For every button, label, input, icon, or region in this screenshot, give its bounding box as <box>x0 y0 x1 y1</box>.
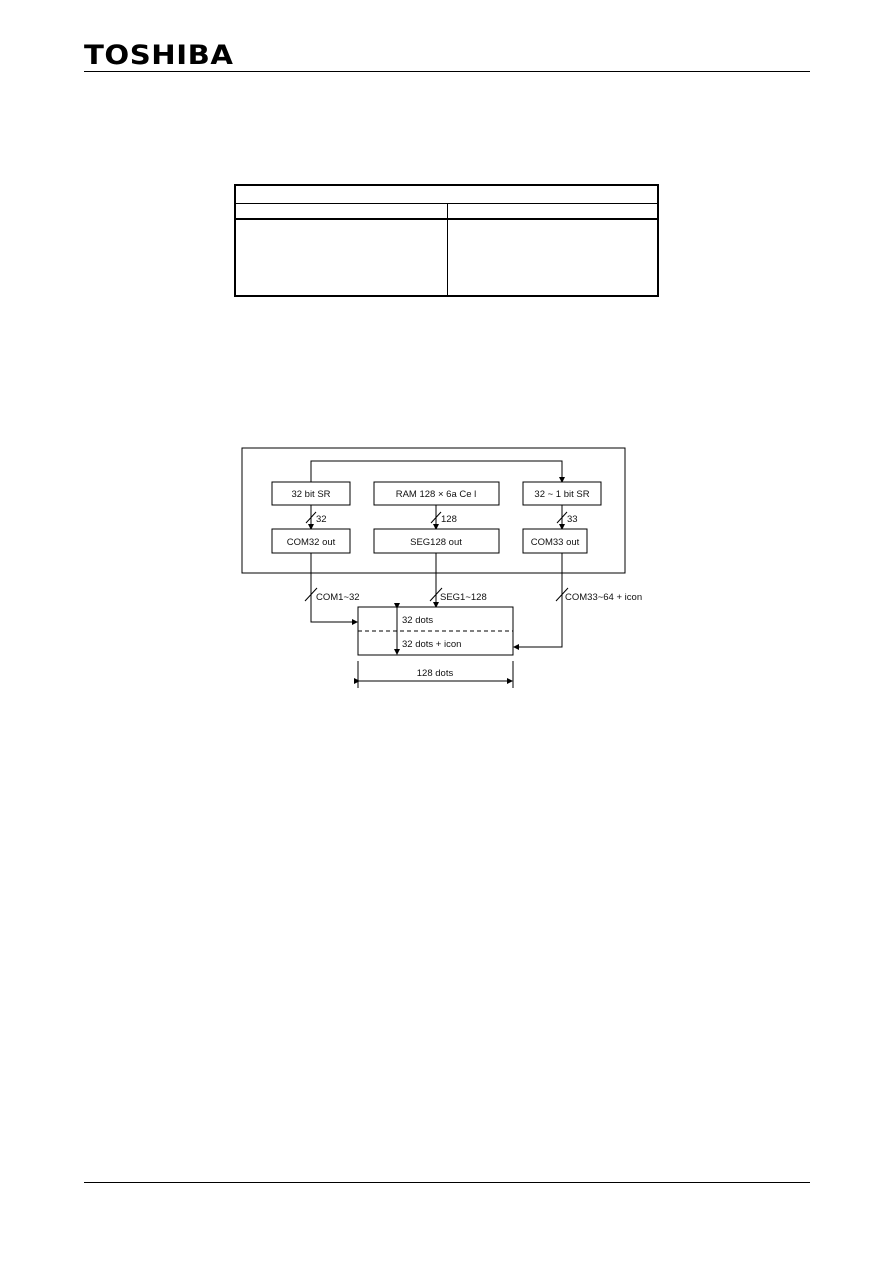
empty-table <box>234 184 659 297</box>
block-diagram: 32 bit SR RAM 128 × 6a Ce l 32 ~ 1 bit S… <box>230 438 670 700</box>
com-right-out-label: COM33 out <box>531 537 580 548</box>
bus-left: 32 <box>305 505 327 530</box>
sr-left-label: 32 bit SR <box>291 489 330 500</box>
com-left-out-label: COM32 out <box>287 537 336 548</box>
sr-left-block: 32 bit SR <box>271 481 351 506</box>
bus-center-label: 128 <box>441 514 457 525</box>
bus-right: 33 <box>556 505 578 530</box>
com-right-output: COM33~64 + icon <box>513 553 642 650</box>
panel-upper-label: 32 dots <box>402 615 433 626</box>
com-left-out-block: COM32 out <box>271 528 351 554</box>
panel-lower-label: 32 dots + icon <box>402 639 461 650</box>
com-left-output-label: COM1~32 <box>316 592 360 603</box>
driver-frame <box>241 447 626 574</box>
ram-block: RAM 128 × 6a Ce l <box>373 481 500 506</box>
bus-center: 128 <box>430 505 457 530</box>
seg-out-label: SEG128 out <box>410 537 462 548</box>
ram-label: RAM 128 × 6a Ce l <box>396 489 477 500</box>
shift-chain-line <box>310 460 565 483</box>
table-header-divider <box>236 203 657 204</box>
panel-width-label: 128 dots <box>417 668 454 679</box>
com-right-output-label: COM33~64 + icon <box>565 592 642 603</box>
panel-width-dimension: 128 dots <box>354 661 514 688</box>
bus-left-label: 32 <box>316 514 327 525</box>
seg-output: SEG1~128 <box>429 553 487 608</box>
sr-right-label: 32 ~ 1 bit SR <box>534 489 589 500</box>
bus-right-label: 33 <box>567 514 578 525</box>
table-column-divider <box>447 203 448 295</box>
toshiba-logo: TOSHIBA <box>84 40 234 71</box>
seg-output-label: SEG1~128 <box>440 592 487 603</box>
com-left-output: COM1~32 <box>304 553 360 625</box>
com-right-out-block: COM33 out <box>522 528 588 554</box>
header-rule <box>84 71 810 72</box>
lcd-panel: 32 dots 32 dots + icon <box>357 603 514 656</box>
table-subheader-divider <box>236 218 657 220</box>
seg-out-block: SEG128 out <box>373 528 500 554</box>
footer-rule <box>84 1182 810 1183</box>
sr-right-block: 32 ~ 1 bit SR <box>522 481 602 506</box>
